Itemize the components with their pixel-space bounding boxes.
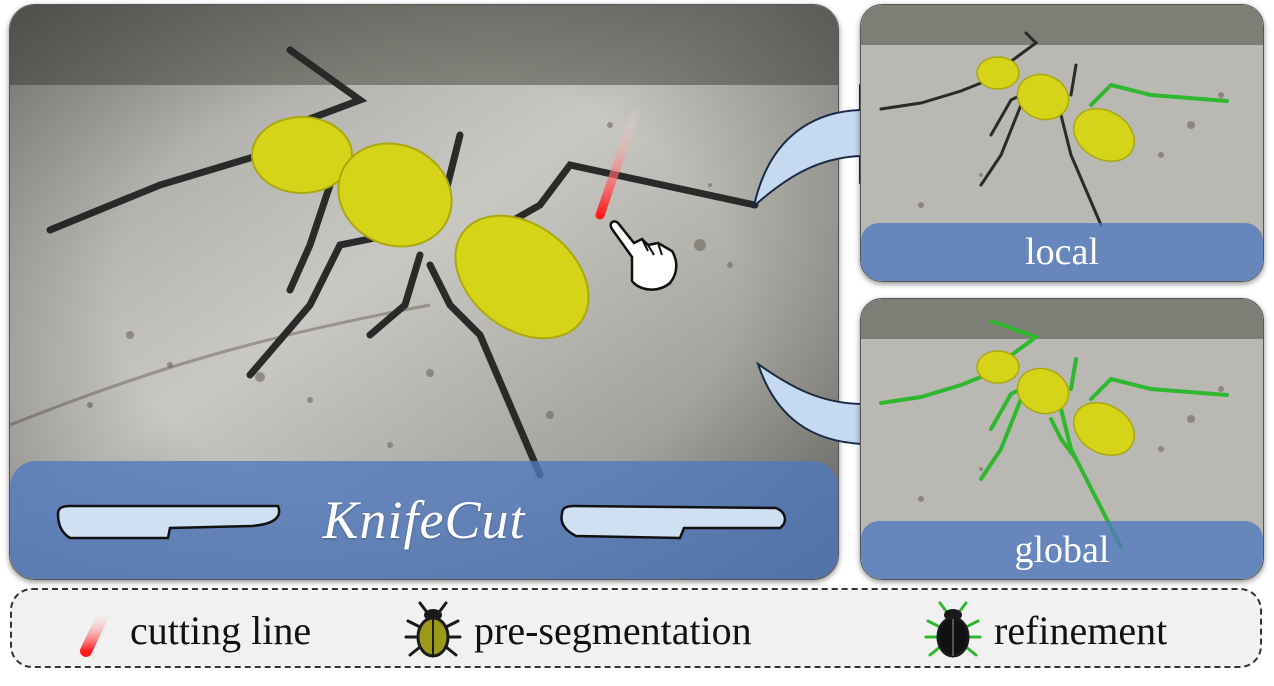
method-name: KnifeCut <box>322 490 526 550</box>
cutting-line-icon <box>80 603 112 657</box>
global-label-band: global <box>861 521 1263 579</box>
knife-icon <box>560 504 787 540</box>
legend-item-pre-segmentation: pre-segmentation <box>404 590 752 670</box>
local-label: local <box>1025 231 1099 273</box>
legend-item-cutting-line: cutting line <box>74 590 311 670</box>
main-image-panel: KnifeCut <box>9 4 839 580</box>
beetle-icon <box>404 601 462 658</box>
global-result-panel: global <box>860 298 1264 580</box>
legend-label-pre-segmentation: pre-segmentation <box>474 607 752 653</box>
local-label-band: local <box>861 223 1263 281</box>
global-label: global <box>1014 529 1110 571</box>
legend-item-refinement: refinement <box>924 590 1167 670</box>
legend-label-refinement: refinement <box>994 607 1168 653</box>
legend: cutting line pre-segmentation <box>10 588 1262 668</box>
beetle-icon <box>924 601 982 658</box>
local-result-panel: local <box>860 4 1264 282</box>
legend-label-cutting-line: cutting line <box>130 607 312 653</box>
knife-icon <box>56 504 281 540</box>
